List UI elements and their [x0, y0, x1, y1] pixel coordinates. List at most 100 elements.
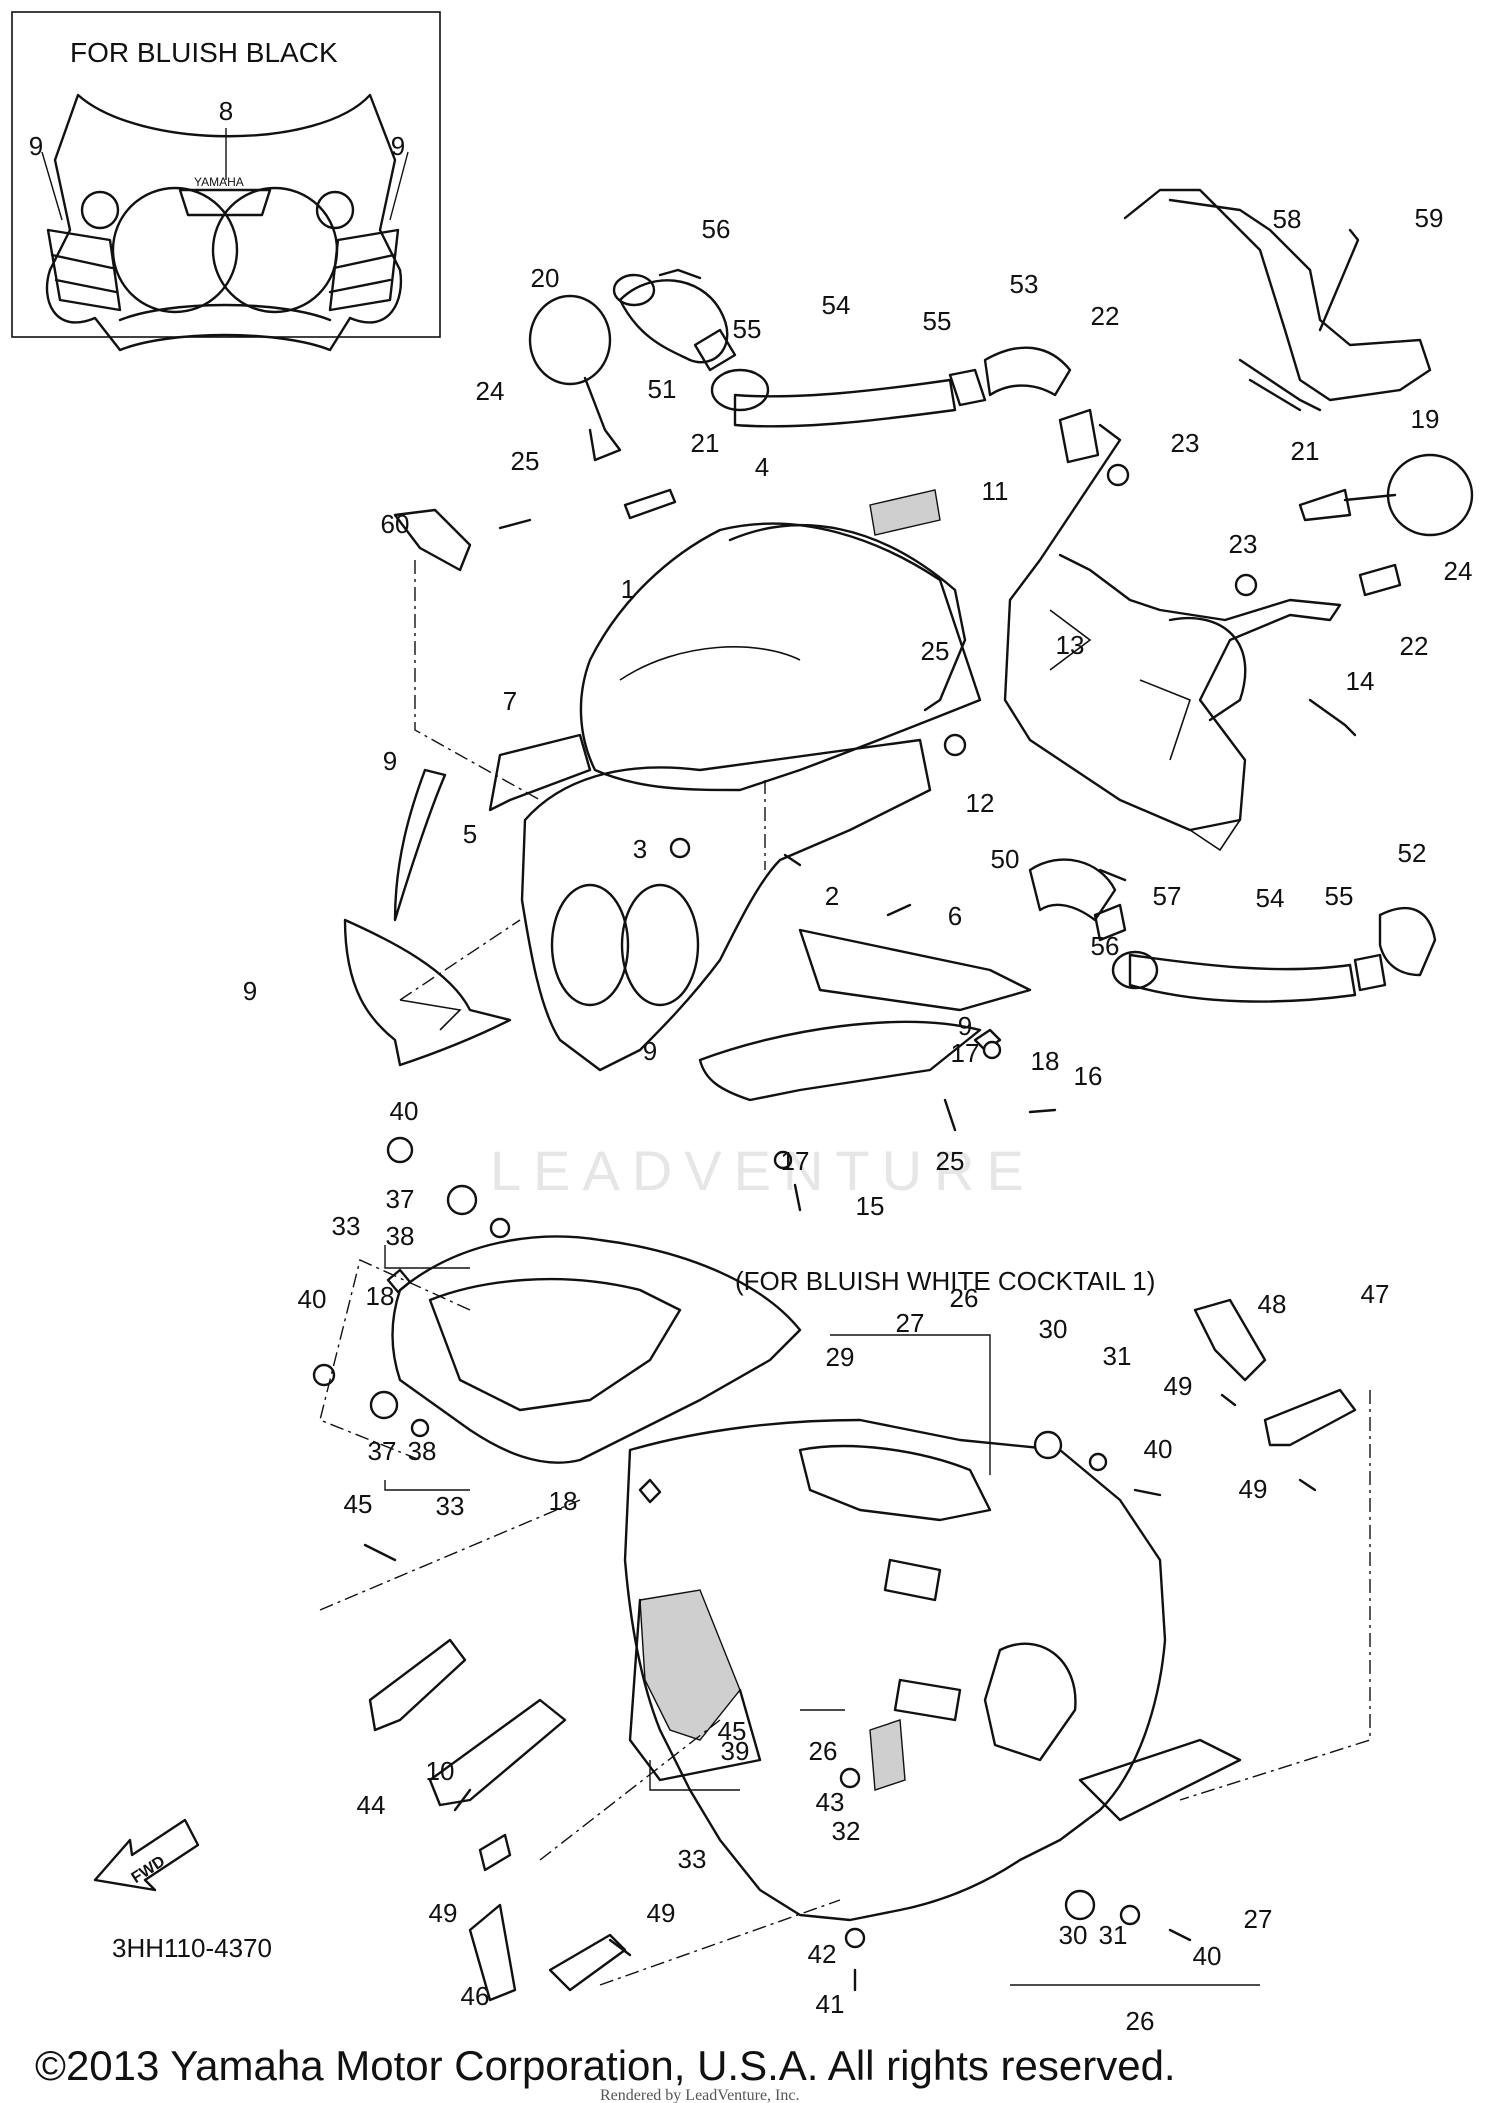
part-26-top-vent — [798, 1444, 992, 1522]
leader-9a — [41, 151, 63, 221]
callout-25: 25 — [511, 446, 540, 476]
part-40-bolt-lower — [1168, 1928, 1192, 1942]
part-55-clamp-left — [693, 328, 737, 372]
part-5-upper-fairing — [520, 738, 932, 1072]
part-3-nut — [669, 837, 691, 859]
callout-48: 48 — [1258, 1289, 1287, 1319]
part-22-plate-upper — [1058, 408, 1100, 464]
dash-59-link — [414, 560, 541, 801]
inset-signal-right — [315, 190, 355, 230]
callout-55: 55 — [733, 314, 762, 344]
callout-10: 10 — [426, 1756, 455, 1786]
part-10-clip — [478, 1833, 512, 1872]
callout-24: 24 — [476, 376, 505, 406]
callout-54: 54 — [822, 290, 851, 320]
part-9-strip-left — [393, 768, 447, 922]
callout-33: 33 — [678, 1844, 707, 1874]
callout-9: 9 — [243, 976, 257, 1006]
part-38-collar-left — [410, 1418, 430, 1438]
bracket-33-left — [384, 1480, 470, 1491]
part-25-screw-low — [943, 1098, 957, 1132]
callout-33: 33 — [436, 1491, 465, 1521]
part-20-stem — [583, 376, 622, 462]
part-55-clamp-upper — [948, 368, 987, 407]
callout-57: 57 — [1153, 881, 1182, 911]
variant-note: (FOR BLUISH WHITE COCKTAIL 1) — [735, 1266, 1155, 1296]
callout-38: 38 — [408, 1436, 437, 1466]
part-32-panel — [869, 1719, 906, 1791]
part-17-washer-upper — [982, 1040, 1002, 1060]
part-46-bracket-left — [468, 1903, 517, 2002]
copyright-footer: ©2013 Yamaha Motor Corporation, U.S.A. A… — [35, 2042, 1176, 2089]
part-45-inner-frame — [628, 1598, 762, 1782]
part-27-belly-extension — [1078, 1738, 1242, 1822]
inset-headlamp-left — [111, 186, 239, 314]
callout-38: 38 — [386, 1221, 415, 1251]
part-37-grommet-upper — [446, 1184, 478, 1216]
dash-47-link — [1179, 1390, 1371, 1801]
part-11-stay — [1003, 423, 1342, 832]
inset-frame — [11, 11, 441, 338]
callout-30: 30 — [1039, 1314, 1068, 1344]
callout-27: 27 — [1244, 1904, 1273, 1934]
dash-46-link — [599, 1899, 841, 1986]
part-16-screw — [1028, 1108, 1057, 1114]
callout-26: 26 — [1126, 2006, 1155, 2036]
part-15-screw — [793, 1183, 802, 1212]
callout-30: 30 — [1059, 1920, 1088, 1950]
drawing-code: 3HH110-4370 — [112, 1933, 272, 1963]
callout-40: 40 — [298, 1284, 327, 1314]
part-47-bracket — [1263, 1388, 1357, 1447]
callout-56: 56 — [702, 214, 731, 244]
part-11-stay-detail — [1049, 609, 1241, 852]
callout-24: 24 — [1444, 556, 1473, 586]
callout-18: 18 — [1031, 1046, 1060, 1076]
callout-58: 58 — [1273, 204, 1302, 234]
part-54-hose-lower — [1128, 953, 1357, 1003]
callout-46: 46 — [461, 1981, 490, 2011]
dash-decal-link — [399, 919, 521, 1001]
callout-2: 2 — [825, 881, 839, 911]
part-51-duct-mouth — [612, 273, 656, 307]
part-31-collar-upper — [1088, 1452, 1108, 1472]
part-30-grommet-lower — [1064, 1889, 1096, 1921]
callout-40: 40 — [1144, 1434, 1173, 1464]
callout-53: 53 — [1010, 269, 1039, 299]
part-7-inner-panel — [488, 733, 592, 812]
part-43-bolt — [839, 1767, 861, 1789]
bracket-33-upper — [384, 1245, 470, 1269]
part-54-hose-end — [710, 368, 770, 412]
part-23-nut-right — [1234, 573, 1258, 597]
callout-49: 49 — [1164, 1371, 1193, 1401]
part-49-bolt-left — [453, 1788, 472, 1812]
part-42-washer — [844, 1927, 866, 1949]
part-under-cowl-window — [428, 1277, 682, 1412]
part-49-bolt-upper — [1220, 1393, 1237, 1407]
callout-32: 32 — [832, 1816, 861, 1846]
part-50-duct — [1028, 858, 1117, 922]
part-6-side-panel — [798, 928, 1032, 1012]
callout-47: 47 — [1361, 1279, 1390, 1309]
part-21-mount-right — [1298, 488, 1397, 522]
callout-17: 17 — [781, 1146, 810, 1176]
part-17-washer-lower — [773, 1150, 793, 1170]
inset-emblem — [178, 188, 272, 217]
callout-49: 49 — [1239, 1474, 1268, 1504]
callout-45: 45 — [718, 1716, 747, 1746]
callout-1: 1 — [621, 574, 635, 604]
callout-25: 25 — [936, 1146, 965, 1176]
callout-31: 31 — [1099, 1920, 1128, 1950]
part-14-bolt — [1308, 698, 1357, 737]
callout-51: 51 — [648, 374, 677, 404]
part-19-mirror — [1386, 453, 1474, 537]
callout-22: 22 — [1091, 301, 1120, 331]
part-9-side-stripe — [698, 1020, 982, 1102]
part-44-bracket-upper — [368, 1638, 467, 1732]
part-11-bracket — [1168, 616, 1247, 722]
callout-15: 15 — [856, 1191, 885, 1221]
part-9-decal-left — [343, 918, 512, 1067]
callout-22: 22 — [1400, 631, 1429, 661]
part-56-screw-upper — [658, 268, 702, 280]
callout-55: 55 — [1325, 881, 1354, 911]
